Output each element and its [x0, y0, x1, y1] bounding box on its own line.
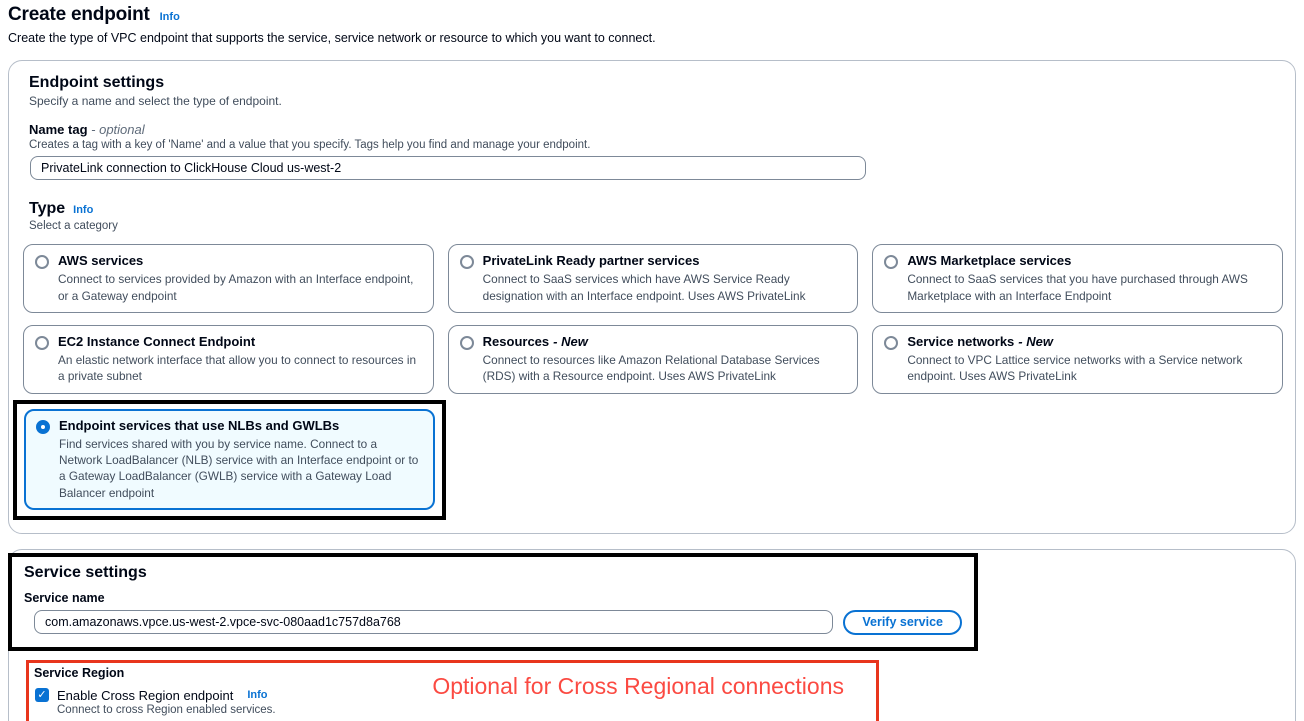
radio-icon[interactable]: [35, 335, 49, 350]
page-header: Create endpoint Info: [8, 4, 1296, 26]
tile-new-badge: - New: [1018, 333, 1053, 349]
name-tag-hint: Creates a tag with a key of 'Name' and a…: [29, 139, 591, 151]
tile-title: Service networks: [907, 333, 1015, 349]
tile-title: PrivateLink Ready partner services: [482, 253, 700, 268]
tile-title: Resources: [482, 333, 550, 349]
cross-region-hint: Connect to cross Region enabled services…: [57, 703, 276, 716]
annotation-box-selected-tile: Endpoint services that use NLBs and GWLB…: [13, 399, 446, 520]
radio-icon[interactable]: [884, 335, 899, 350]
radio-icon[interactable]: [459, 255, 474, 269]
service-region-label: Service Region: [34, 665, 125, 680]
tile-description: Connect to SaaS services which have AWS …: [482, 272, 806, 303]
type-tile-endpoint-services-nlb-gwlb[interactable]: Endpoint services that use NLBs and GWLB…: [24, 408, 435, 510]
tile-description: Connect to SaaS services that you have p…: [907, 272, 1248, 303]
cross-region-checkbox-label: Enable Cross Region endpoint: [57, 687, 234, 703]
name-tag-input[interactable]: [30, 156, 866, 180]
tile-title: AWS services: [58, 253, 144, 268]
service-name-input[interactable]: [34, 610, 834, 635]
tile-new-badge: - New: [553, 333, 588, 349]
type-label: Type: [29, 200, 66, 217]
tile-description: An elastic network interface that allow …: [58, 353, 417, 384]
tile-title: Endpoint services that use NLBs and GWLB…: [59, 417, 340, 433]
service-name-label: Service name: [24, 590, 105, 605]
type-tile-privatelink-partner-services[interactable]: PrivateLink Ready partner services Conne…: [447, 244, 859, 313]
tile-title: EC2 Instance Connect Endpoint: [58, 333, 256, 349]
endpoint-settings-title: Endpoint settings: [29, 74, 165, 91]
endpoint-settings-subtitle: Specify a name and select the type of en…: [29, 94, 282, 108]
tile-description: Connect to resources like Amazon Relatio…: [482, 353, 820, 384]
name-tag-label: Name tag - optional: [29, 122, 145, 137]
annotation-box-service-region: Optional for Cross Regional connections …: [26, 659, 879, 721]
type-tile-service-networks[interactable]: Service networks- New Connect to VPC Lat…: [872, 324, 1283, 394]
tile-title: AWS Marketplace services: [907, 253, 1072, 268]
cross-region-checkbox[interactable]: ✓: [35, 688, 49, 703]
type-tile-grid: AWS services Connect to services provide…: [13, 244, 1283, 520]
tile-description: Connect to services provided by Amazon w…: [58, 272, 414, 303]
radio-icon[interactable]: [35, 255, 49, 269]
name-tag-optional: - optional: [91, 122, 145, 137]
type-tile-resources[interactable]: Resources- New Connect to resources like…: [447, 324, 859, 394]
service-settings-card: Service settings Service name Verify ser…: [8, 548, 1296, 721]
page-title-info-link[interactable]: Info: [159, 11, 180, 23]
type-info-link[interactable]: Info: [73, 204, 94, 216]
tile-description: Connect to VPC Lattice service networks …: [907, 353, 1243, 384]
type-tile-ec2-instance-connect[interactable]: EC2 Instance Connect Endpoint An elastic…: [23, 324, 434, 394]
annotation-box-service-settings: Service settings Service name Verify ser…: [8, 552, 978, 651]
type-tile-aws-services[interactable]: AWS services Connect to services provide…: [23, 244, 434, 313]
cross-region-info-link[interactable]: Info: [247, 689, 268, 702]
page-subtitle: Create the type of VPC endpoint that sup…: [8, 31, 656, 45]
type-tile-aws-marketplace-services[interactable]: AWS Marketplace services Connect to SaaS…: [872, 244, 1283, 313]
page-title: Create endpoint: [8, 4, 150, 25]
tile-description: Find services shared with you by service…: [59, 436, 419, 500]
endpoint-settings-card: Endpoint settings Specify a name and sel…: [8, 60, 1296, 534]
type-header: Type Info: [29, 200, 1275, 218]
type-hint: Select a category: [29, 220, 118, 232]
radio-icon[interactable]: [884, 255, 899, 269]
annotation-text: Optional for Cross Regional connections: [432, 672, 844, 699]
verify-service-button[interactable]: Verify service: [843, 609, 962, 635]
service-settings-title: Service settings: [24, 563, 147, 581]
radio-icon[interactable]: [459, 335, 474, 350]
radio-selected-icon[interactable]: [36, 419, 50, 434]
